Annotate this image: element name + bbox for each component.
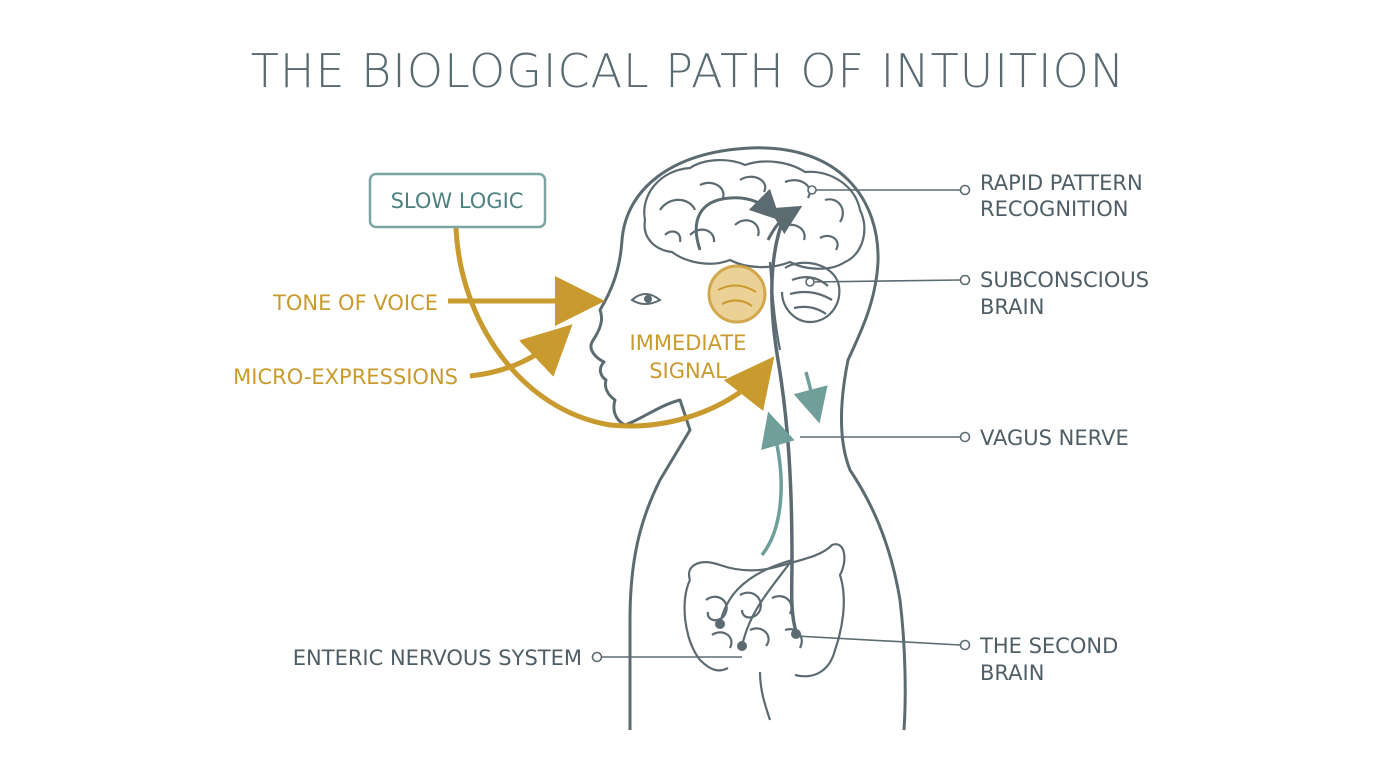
body-silhouette [589, 146, 907, 731]
micro-expressions-arrow [469, 324, 573, 379]
amygdala-circle [707, 264, 767, 324]
rapid-pattern-label-1: RAPID PATTERN [980, 171, 1143, 195]
enteric-label: ENTERIC NERVOUS SYSTEM [293, 646, 582, 670]
diagram-title: THE BIOLOGICAL PATH OF INTUITION [250, 44, 1126, 98]
subconscious-label-1: SUBCONSCIOUS [980, 268, 1149, 292]
slow-logic-label: SLOW LOGIC [391, 189, 524, 213]
callout-leaders [602, 189, 961, 658]
second-brain-label-2: BRAIN [980, 661, 1044, 685]
slow-logic-box [368, 172, 547, 229]
eye-icon [630, 293, 662, 305]
intestines-icon [683, 543, 846, 721]
rapid-pattern-label-2: RECOGNITION [980, 197, 1129, 221]
vagus-nerve-label: VAGUS NERVE [980, 426, 1129, 450]
micro-expressions-label: MICRO-EXPRESSIONS [233, 365, 458, 389]
second-brain-label-1: THE SECOND [979, 634, 1118, 658]
immediate-signal-label-1: IMMEDIATE [630, 331, 747, 355]
tone-of-voice-label: TONE OF VOICE [272, 291, 438, 315]
teal-up-arrow [760, 411, 795, 557]
callout-dots [591, 184, 971, 663]
teal-down-arrow [793, 371, 828, 424]
subconscious-label-2: BRAIN [980, 295, 1044, 319]
immediate-signal-label-2: SIGNAL [649, 359, 727, 383]
brain-icon [643, 159, 866, 351]
